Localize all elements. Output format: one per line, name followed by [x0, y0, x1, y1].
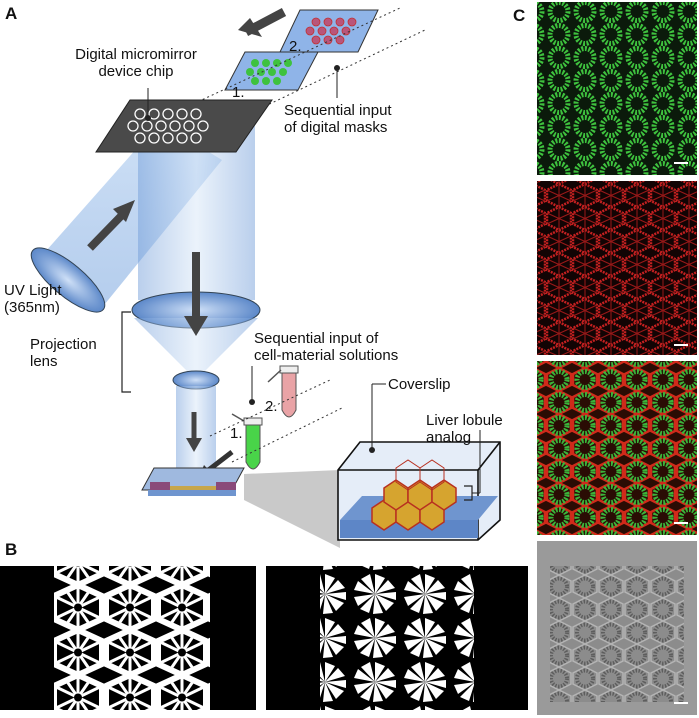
zoom-wedge	[244, 470, 340, 548]
digital-mask-2	[279, 9, 379, 53]
dmd-chip-label-line2: device chip	[98, 63, 174, 80]
solution-sequence-guide-2	[231, 407, 343, 463]
mask-sequence-guide-2	[214, 29, 426, 131]
panel-a-letter: A	[5, 4, 18, 23]
digital-masks-label-line1: Sequential input	[284, 102, 392, 119]
uv-light-label: UV Light (365nm)	[4, 282, 62, 316]
dmd-chip-pattern	[127, 108, 209, 144]
mask-b2-pattern	[320, 566, 474, 710]
uv-light-label-line2: (365nm)	[4, 299, 60, 316]
uv-arrow	[87, 209, 128, 251]
converging-beam	[134, 318, 258, 372]
solution-pointer-dot	[249, 399, 255, 405]
panel-c-letter: C	[513, 6, 526, 25]
coverslip-dot	[369, 447, 375, 453]
projection-arrow-head	[184, 316, 208, 336]
liver-lobule-label: Liver lobule analog	[426, 412, 503, 446]
cell-solutions-label: Sequential input of cell-material soluti…	[254, 330, 398, 364]
mask-sequence-guide	[179, 7, 401, 111]
mask-step1-label: 1.	[232, 84, 245, 101]
digital-mask-1	[224, 51, 319, 91]
uv-light-source	[30, 247, 106, 313]
mask-b1-pattern	[54, 566, 210, 710]
brightfield-pattern	[550, 566, 684, 702]
green-channel-image	[537, 2, 697, 175]
projection-lens-label: Projection lens	[30, 336, 97, 370]
solution-step1-label: 1.	[230, 425, 243, 442]
projection-lens-label-line1: Projection	[30, 336, 97, 353]
input-arrow-shaft	[243, 8, 287, 36]
mask-pointer-dot	[334, 65, 340, 71]
lower-arrow-head	[186, 438, 202, 452]
cell-solutions-label-line2: cell-material solutions	[254, 347, 399, 364]
liver-lobule-label-line2: analog	[426, 429, 472, 446]
coverslip-label: Coverslip	[388, 376, 451, 393]
digital-masks-label-line2: of digital masks	[284, 119, 388, 136]
uv-light-label-line1: UV Light	[4, 282, 62, 299]
tube-2	[267, 365, 299, 418]
cell-solutions-label-line1: Sequential input of	[254, 330, 379, 347]
tube-1	[231, 413, 263, 470]
dmd-chip-label: Digital micromirror device chip	[36, 46, 236, 80]
merged-channel-image	[537, 361, 697, 535]
chamber-detail	[337, 441, 501, 541]
red-channel-image	[537, 181, 697, 355]
digital-masks-label: Sequential input of digital masks	[284, 102, 392, 136]
projection-lens-bracket	[121, 311, 131, 393]
sample-stage	[141, 467, 245, 496]
projected-beam	[138, 126, 255, 300]
dmd-chip-label-line1: Digital micromirror	[75, 46, 197, 63]
liver-lobule-label-line1: Liver lobule	[426, 412, 503, 429]
solution-sequence-guide	[209, 379, 331, 437]
solution-step2-label: 2.	[265, 398, 278, 415]
mask-step2-label: 2.	[289, 38, 302, 55]
projection-lens-label-line2: lens	[30, 353, 58, 370]
uv-arrow-head	[113, 200, 135, 222]
panel-b-letter: B	[5, 540, 18, 559]
